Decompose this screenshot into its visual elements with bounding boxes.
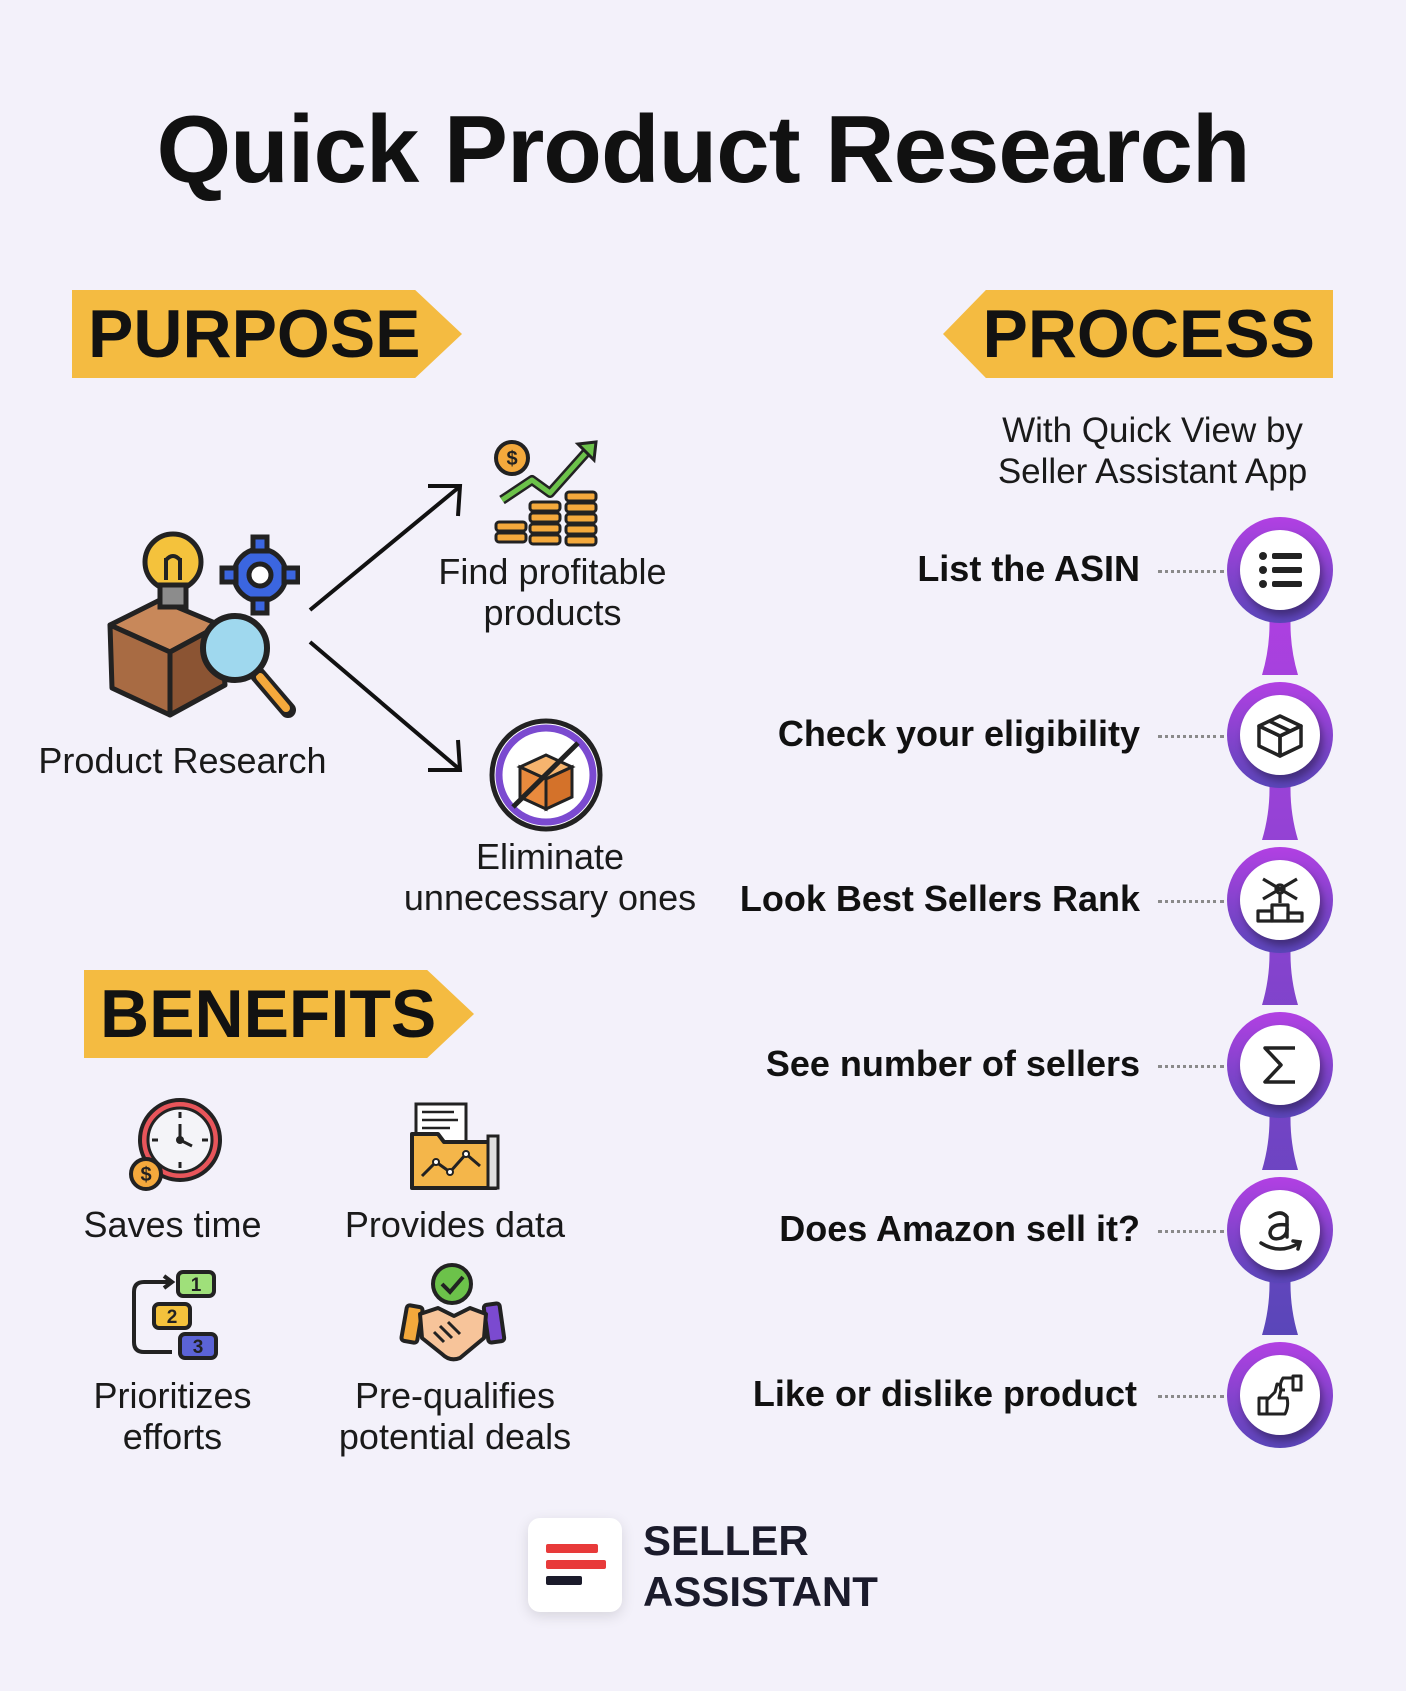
brand-wordmark: SELLER ASSISTANT bbox=[643, 1515, 878, 1617]
thumbs-icon bbox=[1240, 1355, 1320, 1435]
page-title: Quick Product Research bbox=[156, 96, 1250, 203]
process-step-label: List the ASIN bbox=[917, 548, 1140, 589]
benefit-label-provides-data: Provides data bbox=[344, 1204, 566, 1245]
process-step-label: Does Amazon sell it? bbox=[779, 1208, 1140, 1249]
data-folder-icon bbox=[410, 1102, 500, 1190]
benefit-label-saves-time: Saves time bbox=[83, 1204, 262, 1245]
brand-line2: ASSISTANT bbox=[643, 1568, 878, 1615]
process-step-label: Check your eligibility bbox=[777, 713, 1140, 754]
step-dots bbox=[1158, 1395, 1224, 1398]
outcome-label-profitable: Find profitable products bbox=[438, 551, 667, 633]
process-step-label: See number of sellers bbox=[765, 1043, 1140, 1084]
step-dots bbox=[1158, 1065, 1224, 1068]
brand-line1: SELLER bbox=[643, 1517, 809, 1564]
box-icon bbox=[1240, 695, 1320, 775]
purpose-banner: PURPOSE bbox=[72, 290, 462, 378]
benefit-label-prioritizes-line2: efforts bbox=[122, 1416, 223, 1457]
process-subtitle-line1: With Quick View by bbox=[1002, 411, 1303, 450]
amazon-icon bbox=[1240, 1190, 1320, 1270]
no-box-icon bbox=[489, 718, 603, 832]
process-step-label: Like or dislike product bbox=[752, 1373, 1137, 1414]
svg-text:1: 1 bbox=[191, 1275, 202, 1296]
svg-text:$: $ bbox=[506, 448, 517, 470]
svg-text:2: 2 bbox=[167, 1307, 178, 1328]
step-dots bbox=[1158, 735, 1224, 738]
process-chain bbox=[1227, 517, 1333, 1448]
step-dots bbox=[1158, 900, 1224, 903]
benefits-banner: BENEFITS bbox=[84, 970, 474, 1058]
product-research-icon bbox=[107, 531, 300, 718]
process-banner: PROCESS bbox=[943, 290, 1333, 378]
svg-text:$: $ bbox=[140, 1164, 151, 1186]
list-icon bbox=[1240, 530, 1320, 610]
outcome-label-eliminate: Eliminate unnecessary ones bbox=[403, 836, 697, 918]
benefit-label-prioritizes-line1: Prioritizes bbox=[93, 1375, 252, 1416]
profit-chart-icon: $ bbox=[494, 440, 598, 547]
step-dots bbox=[1158, 570, 1224, 573]
sigma-icon bbox=[1240, 1025, 1320, 1105]
process-step-label: Look Best Sellers Rank bbox=[739, 878, 1140, 919]
process-subtitle-line2: Seller Assistant App bbox=[997, 452, 1308, 491]
benefit-label-prequalifies-line2: potential deals bbox=[338, 1416, 572, 1457]
clock-coin-icon: $ bbox=[129, 1098, 222, 1191]
brand-logo-mark bbox=[546, 1544, 606, 1585]
brand-logo bbox=[528, 1518, 622, 1612]
purpose-arrows bbox=[308, 484, 463, 772]
handshake-check-icon bbox=[399, 1263, 507, 1362]
podium-icon bbox=[1240, 860, 1320, 940]
product-research-label: Product Research bbox=[38, 740, 327, 781]
benefit-label-prequalifies-line1: Pre-qualifies bbox=[354, 1375, 556, 1416]
step-dots bbox=[1158, 1230, 1224, 1233]
numbered-steps-icon: 1 2 3 bbox=[132, 1270, 218, 1360]
svg-text:3: 3 bbox=[193, 1337, 204, 1358]
